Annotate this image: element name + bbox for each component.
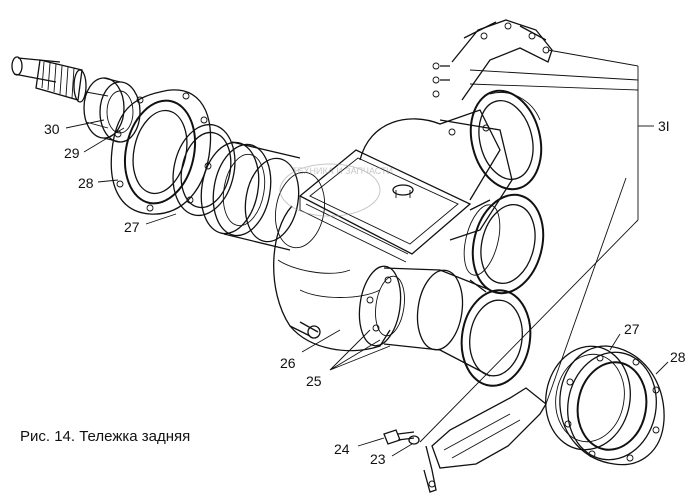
right-middle-ring xyxy=(463,193,545,295)
callout-26: 26 xyxy=(280,355,296,371)
gasket-left xyxy=(172,123,236,217)
left-tube xyxy=(200,141,325,251)
callout-27: 27 xyxy=(124,219,140,235)
callout-29: 29 xyxy=(64,145,80,161)
figure-caption: Рис. 14. Тележка задняя xyxy=(20,428,191,445)
callout-27-right: 27 xyxy=(624,321,640,337)
upper-right-ring xyxy=(469,89,543,191)
callout-25: 25 xyxy=(306,373,322,389)
flange-right xyxy=(559,345,665,466)
flange-left xyxy=(110,89,212,215)
bracket-lower xyxy=(423,387,547,493)
bolt-and-washer xyxy=(383,429,420,445)
callout-23: 23 xyxy=(370,451,386,467)
callout-30: 30 xyxy=(44,121,60,137)
callout-28: 28 xyxy=(78,175,94,191)
leader-lines xyxy=(65,49,669,457)
bracket-upper xyxy=(432,19,553,101)
lower-right-tube xyxy=(358,265,532,387)
bearing-ring xyxy=(83,77,141,143)
callout-28-right: 28 xyxy=(670,349,686,365)
watermark: ТЕХНИКА И ЗАПЧАСТИ xyxy=(279,163,393,217)
callout-24: 24 xyxy=(334,441,350,457)
callout-31: 3I xyxy=(658,118,670,134)
drive-shaft xyxy=(11,56,87,103)
gasket-right xyxy=(545,345,631,451)
watermark-text: ТЕХНИКА И ЗАПЧАСТИ xyxy=(292,166,393,176)
